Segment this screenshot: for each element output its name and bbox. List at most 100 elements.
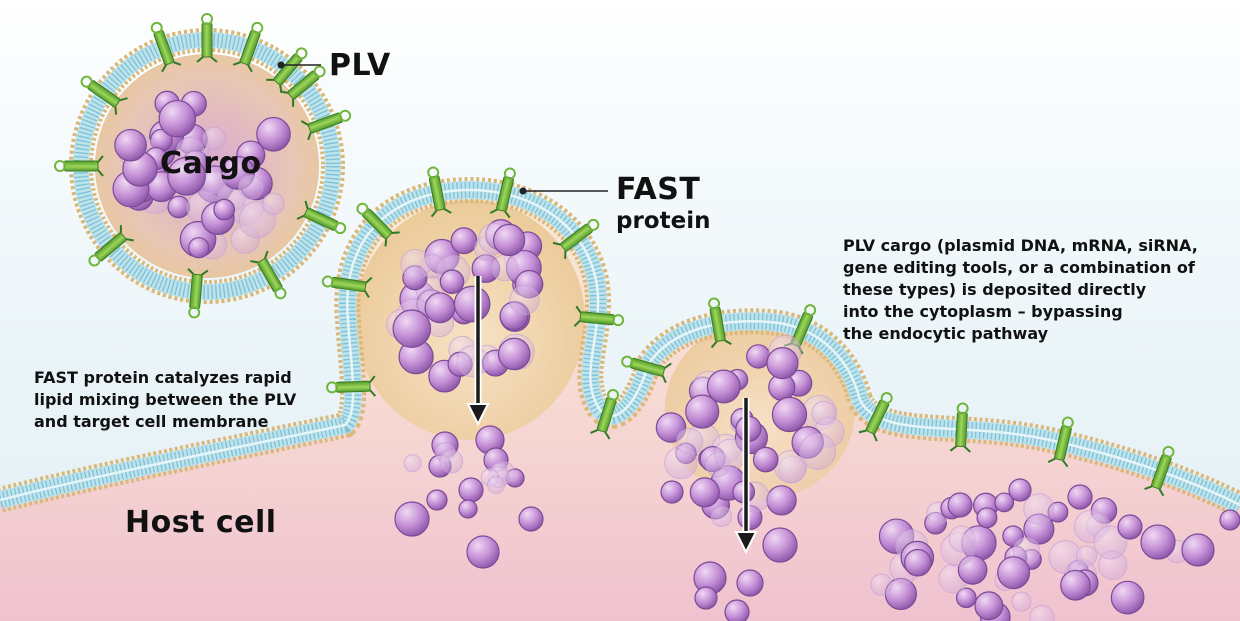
protein-tail <box>858 429 878 442</box>
protein-tail <box>161 61 182 73</box>
fast-protein-icon <box>489 167 516 219</box>
deposit-note: PLV cargo (plasmid DNA, mRNA, siRNA, gen… <box>843 235 1198 345</box>
membrane-midline <box>0 188 1240 507</box>
protein-loop <box>956 402 969 415</box>
protein-helix <box>560 223 593 252</box>
protein-loop <box>326 381 339 394</box>
cargo-sphere <box>947 492 973 518</box>
fast-protein-icon <box>858 392 893 442</box>
protein-tail <box>187 268 209 276</box>
protein-tail <box>250 250 269 264</box>
protein-helix <box>94 232 127 262</box>
protein-tail <box>1047 457 1069 468</box>
protein-loop <box>804 304 817 317</box>
protein-tail <box>363 276 373 299</box>
protein-helix <box>335 380 371 393</box>
cargo-sphere <box>903 548 932 577</box>
cargo-sphere <box>870 573 893 596</box>
cargo-sphere <box>724 599 750 621</box>
cargo-sphere <box>1181 533 1215 567</box>
cargo-sphere <box>955 587 977 609</box>
cargo-sphere <box>491 254 519 282</box>
protein-loop <box>708 297 721 310</box>
protein-helix <box>579 311 615 326</box>
protein-loop <box>1061 416 1074 429</box>
protein-loop <box>587 218 600 231</box>
cargo-sphere <box>1110 580 1145 615</box>
cargo-sphere <box>766 485 797 516</box>
protein-helix <box>428 175 446 211</box>
cargo-sphere <box>424 292 456 324</box>
protein-loop <box>251 21 264 34</box>
fast-protein-icon <box>54 155 104 177</box>
protein-loop <box>295 47 308 60</box>
deposit-note-line: these types) is deposited directly <box>843 280 1147 299</box>
fast-protein-label: protein <box>616 208 711 234</box>
protein-helix <box>239 29 261 66</box>
protein-helix <box>63 160 99 172</box>
cargo-label: Cargo <box>160 146 262 181</box>
fast-protein-icon <box>1144 445 1175 497</box>
cargo-sphere <box>752 446 779 473</box>
cargo-sphere <box>394 501 430 537</box>
protein-tail <box>489 208 511 219</box>
protein-tail <box>300 120 312 141</box>
fast-protein-icon <box>88 225 134 267</box>
protein-loop <box>274 287 287 300</box>
cargo-sphere <box>771 396 808 433</box>
fast-protein-icon <box>250 250 287 300</box>
deposit-note-line: PLV cargo (plasmid DNA, mRNA, siRNA, <box>843 236 1198 255</box>
protein-loop <box>1162 445 1175 458</box>
protein-tail <box>97 155 104 177</box>
protein-helix <box>201 22 213 58</box>
protein-tail <box>119 225 134 242</box>
cargo-sphere <box>714 438 747 471</box>
protein-helix <box>629 357 666 377</box>
protein-loop <box>427 166 440 179</box>
cargo-sphere <box>400 248 432 280</box>
protein-loop <box>503 167 516 180</box>
cargo-sphere <box>213 198 236 221</box>
cargo-sphere <box>158 99 197 138</box>
fast-leader-dot <box>519 187 527 195</box>
catalyze-note: FAST protein catalyzes rapid lipid mixin… <box>34 367 296 433</box>
fast-protein-icon <box>590 388 620 440</box>
cargo-sphere <box>1008 478 1032 502</box>
protein-tail <box>384 231 400 247</box>
cargo-sphere <box>426 489 448 511</box>
protein-tail <box>196 56 218 63</box>
protein-helix <box>362 208 393 240</box>
fast-protein-icon <box>552 218 600 259</box>
cargo-sphere <box>456 345 489 378</box>
protein-tail <box>949 445 971 453</box>
cargo-sphere <box>1067 484 1093 510</box>
protein-loop <box>80 75 93 88</box>
fast-protein-icon <box>300 109 352 141</box>
cargo-sphere <box>1140 524 1176 560</box>
fast-protein-icon <box>80 75 128 115</box>
cargo-sphere <box>439 269 465 295</box>
cargo-sphere <box>493 223 526 257</box>
cargo-sphere <box>1029 605 1055 621</box>
cargo-sphere <box>997 556 1031 590</box>
plv-membrane-tails <box>74 33 340 299</box>
cargo-sphere <box>466 535 500 569</box>
cargo-sphere <box>685 394 720 429</box>
protein-tail <box>710 339 732 349</box>
down-arrow-icon <box>734 398 758 555</box>
down-arrow-icon <box>466 276 490 427</box>
protein-helix <box>257 258 283 293</box>
protein-tail <box>552 241 567 259</box>
fast-protein-icon <box>949 402 971 453</box>
cargo-sphere <box>689 477 720 508</box>
protein-loop <box>356 202 369 215</box>
fast-protein-icon <box>321 275 373 299</box>
cargo-sphere <box>746 344 771 369</box>
protein-tail <box>369 375 377 397</box>
protein-helix <box>496 176 514 212</box>
protein-tail <box>661 362 672 384</box>
cargo-sphere <box>453 285 491 323</box>
protein-tail <box>114 97 128 115</box>
cargo-sphere <box>238 174 264 200</box>
protein-helix <box>955 411 968 448</box>
